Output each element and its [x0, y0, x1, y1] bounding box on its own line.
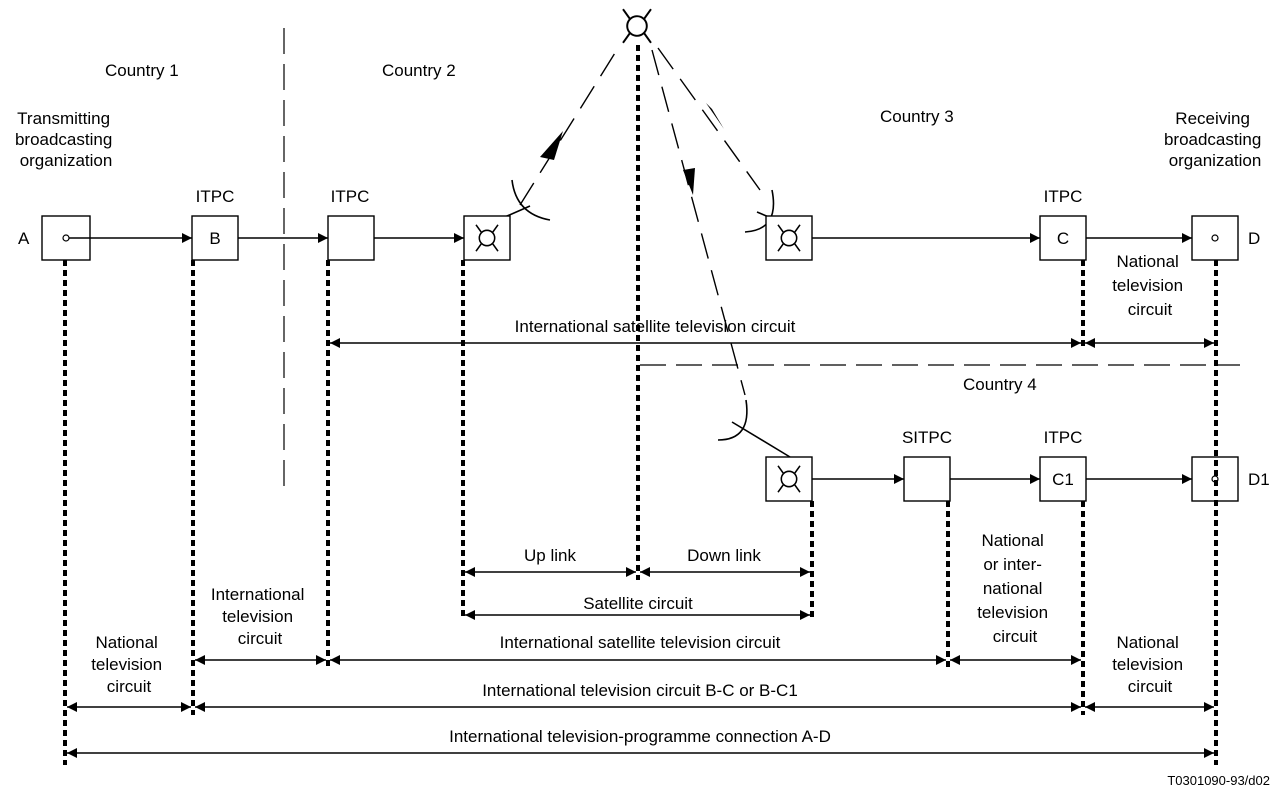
node-c-text: C [1057, 229, 1069, 248]
dish-uplink-icon [511, 179, 551, 221]
down-link-label: Down link [687, 546, 761, 565]
sitpc-label: SITPC [902, 428, 952, 447]
node-itpc-country2 [327, 215, 375, 261]
endpoint-d-label: D [1248, 229, 1260, 248]
receiving-org-label: Receiving broadcasting organization [1164, 109, 1266, 170]
downlink-beam-country4 [651, 49, 746, 396]
node-uplink-earth-station [463, 215, 511, 261]
node-c1 [1039, 456, 1087, 502]
endpoint-a-label: A [18, 229, 30, 248]
intl-tv-circuit-label: International television circuit [211, 585, 309, 648]
beam-arrow-down-c4 [683, 168, 695, 195]
country-1-label: Country 1 [105, 61, 179, 80]
itpc-c1-label: ITPC [1044, 428, 1083, 447]
country-2-label: Country 2 [382, 61, 456, 80]
national-tv-circuit-upper-label: National television circuit [1112, 252, 1188, 319]
figure-reference: T0301090-93/d02 [1167, 773, 1270, 788]
national-tv-circuit-right-label: National television circuit [1112, 633, 1188, 696]
endpoint-d1-label: D1 [1248, 470, 1270, 489]
national-tv-circuit-left-label: National television circuit [91, 633, 167, 696]
node-sitpc [903, 456, 951, 502]
country-4-label: Country 4 [963, 375, 1037, 394]
itpc-b-label: ITPC [196, 187, 235, 206]
dish-country4-icon [717, 399, 748, 441]
node-c1-text: C1 [1052, 470, 1074, 489]
connection-a-d-label: International television-programme conne… [449, 727, 831, 746]
satellite-icon [622, 8, 652, 44]
node-earth-station-country4 [765, 456, 813, 502]
national-or-intl-tv-circuit-label: National or inter- national television c… [977, 531, 1053, 646]
transmitting-org-label: Transmitting broadcasting organization [15, 109, 117, 170]
downlink-beam-country3 [657, 47, 761, 191]
country-3-label: Country 3 [880, 107, 954, 126]
intl-tv-circuit-b-c-label: International television circuit B-C or … [482, 681, 798, 700]
itpc-c-label: ITPC [1044, 187, 1083, 206]
beam-arrow-down-c3 [706, 103, 724, 129]
satellite-circuit-label: Satellite circuit [583, 594, 693, 613]
intl-satellite-tv-circuit-lower-label: International satellite television circu… [500, 633, 781, 652]
up-link-label: Up link [524, 546, 576, 565]
beam-arrow-up [540, 131, 563, 160]
node-earth-station-country3 [765, 215, 813, 261]
intl-satellite-tv-circuit-upper-label: International satellite television circu… [515, 317, 796, 336]
node-b-text: B [209, 229, 220, 248]
uplink-beam [519, 44, 621, 206]
itpc-country2-label: ITPC [331, 187, 370, 206]
